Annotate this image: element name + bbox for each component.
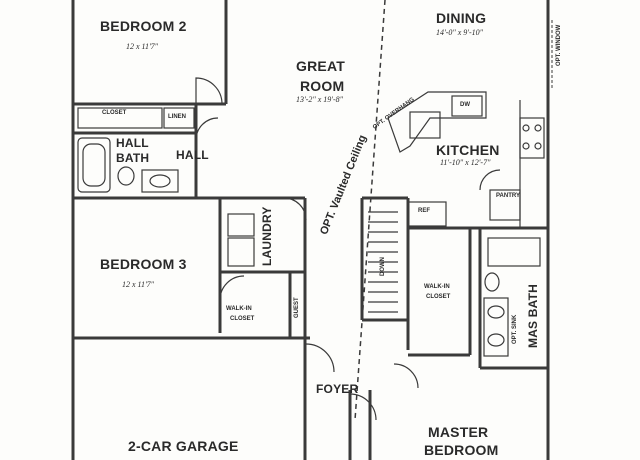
master-sink-1 bbox=[487, 305, 505, 319]
closet-shelf bbox=[77, 107, 163, 129]
label-opt-window: OPT. WINDOW bbox=[556, 24, 562, 66]
label-hall-bath-1: HALL bbox=[116, 136, 149, 150]
door-walkin bbox=[219, 275, 245, 301]
label-bedroom2: BEDROOM 2 bbox=[100, 18, 187, 34]
label-hall-bath-2: BATH bbox=[116, 151, 150, 165]
dims-dining: 14'-0" x 9'-10" bbox=[436, 28, 484, 37]
walls bbox=[71, 0, 550, 460]
dims-great-room: 13'-2" x 19'-8" bbox=[296, 95, 344, 104]
door-guest bbox=[305, 343, 335, 373]
door-hall-bath bbox=[195, 117, 219, 141]
label-great-room-1: GREAT bbox=[296, 58, 345, 74]
label-walkin-2: CLOSET bbox=[230, 316, 255, 322]
stair-treads bbox=[368, 211, 398, 313]
burner-2 bbox=[534, 124, 542, 132]
hall-toilet bbox=[117, 166, 135, 186]
label-bedroom3: BEDROOM 3 bbox=[100, 256, 187, 272]
door-master bbox=[393, 363, 419, 389]
master-tub bbox=[487, 237, 541, 267]
label-guest: GUEST bbox=[294, 297, 300, 318]
hall-bathtub-basin bbox=[82, 143, 106, 187]
dryer bbox=[227, 237, 255, 267]
label-laundry: LAUNDRY bbox=[260, 206, 274, 266]
dishwasher bbox=[451, 95, 483, 117]
kitchen-island bbox=[387, 91, 487, 153]
burner-1 bbox=[522, 124, 530, 132]
burner-3 bbox=[522, 142, 530, 150]
door-foyer bbox=[349, 393, 377, 421]
dims-bedroom2: 12 x 11'7" bbox=[126, 42, 159, 51]
range bbox=[519, 117, 545, 159]
label-closet: CLOSET bbox=[102, 110, 127, 116]
label-great-room-2: ROOM bbox=[300, 78, 345, 94]
label-garage: 2-CAR GARAGE bbox=[128, 438, 239, 454]
dims-bedroom3: 12 x 11'7" bbox=[122, 280, 155, 289]
dims-kitchen: 11'-10" x 12'-7" bbox=[440, 158, 491, 167]
hall-sink bbox=[149, 174, 171, 188]
label-master-walkin-1: WALK-IN bbox=[424, 284, 450, 290]
label-foyer: FOYER bbox=[316, 382, 359, 396]
master-sink-2 bbox=[487, 333, 505, 347]
kitchen-sink bbox=[409, 111, 441, 139]
burner-4 bbox=[534, 142, 542, 150]
label-down: DOWN bbox=[380, 257, 386, 276]
label-mas-bath: MAS BATH bbox=[526, 283, 540, 348]
door-bedroom2 bbox=[195, 77, 223, 105]
label-pantry: PANTRY bbox=[496, 193, 520, 199]
label-master-bedroom-2: BEDROOM bbox=[424, 442, 499, 458]
label-linen: LINEN bbox=[168, 114, 186, 120]
label-master-walkin-2: CLOSET bbox=[426, 294, 451, 300]
master-vanity bbox=[483, 297, 509, 357]
label-opt-sink: OPT. SINK bbox=[512, 314, 518, 344]
pantry-outline bbox=[489, 189, 521, 221]
label-ref: REF bbox=[418, 208, 430, 214]
linen-closet bbox=[163, 107, 195, 129]
label-kitchen: KITCHEN bbox=[436, 142, 500, 158]
hall-bathtub bbox=[77, 137, 111, 193]
fixtures bbox=[77, 77, 545, 421]
label-dining: DINING bbox=[436, 10, 487, 26]
label-hall: HALL bbox=[176, 148, 209, 162]
vaulted-ceiling-line bbox=[354, 0, 386, 421]
hall-vanity bbox=[141, 169, 179, 193]
label-walkin-1: WALK-IN bbox=[226, 306, 252, 312]
door-laundry bbox=[283, 197, 307, 221]
label-dw: DW bbox=[460, 102, 470, 108]
label-master-bedroom-1: MASTER bbox=[428, 424, 489, 440]
refrigerator bbox=[407, 201, 447, 227]
master-toilet bbox=[484, 272, 500, 292]
washer bbox=[227, 213, 255, 237]
door-pantry bbox=[479, 169, 501, 191]
